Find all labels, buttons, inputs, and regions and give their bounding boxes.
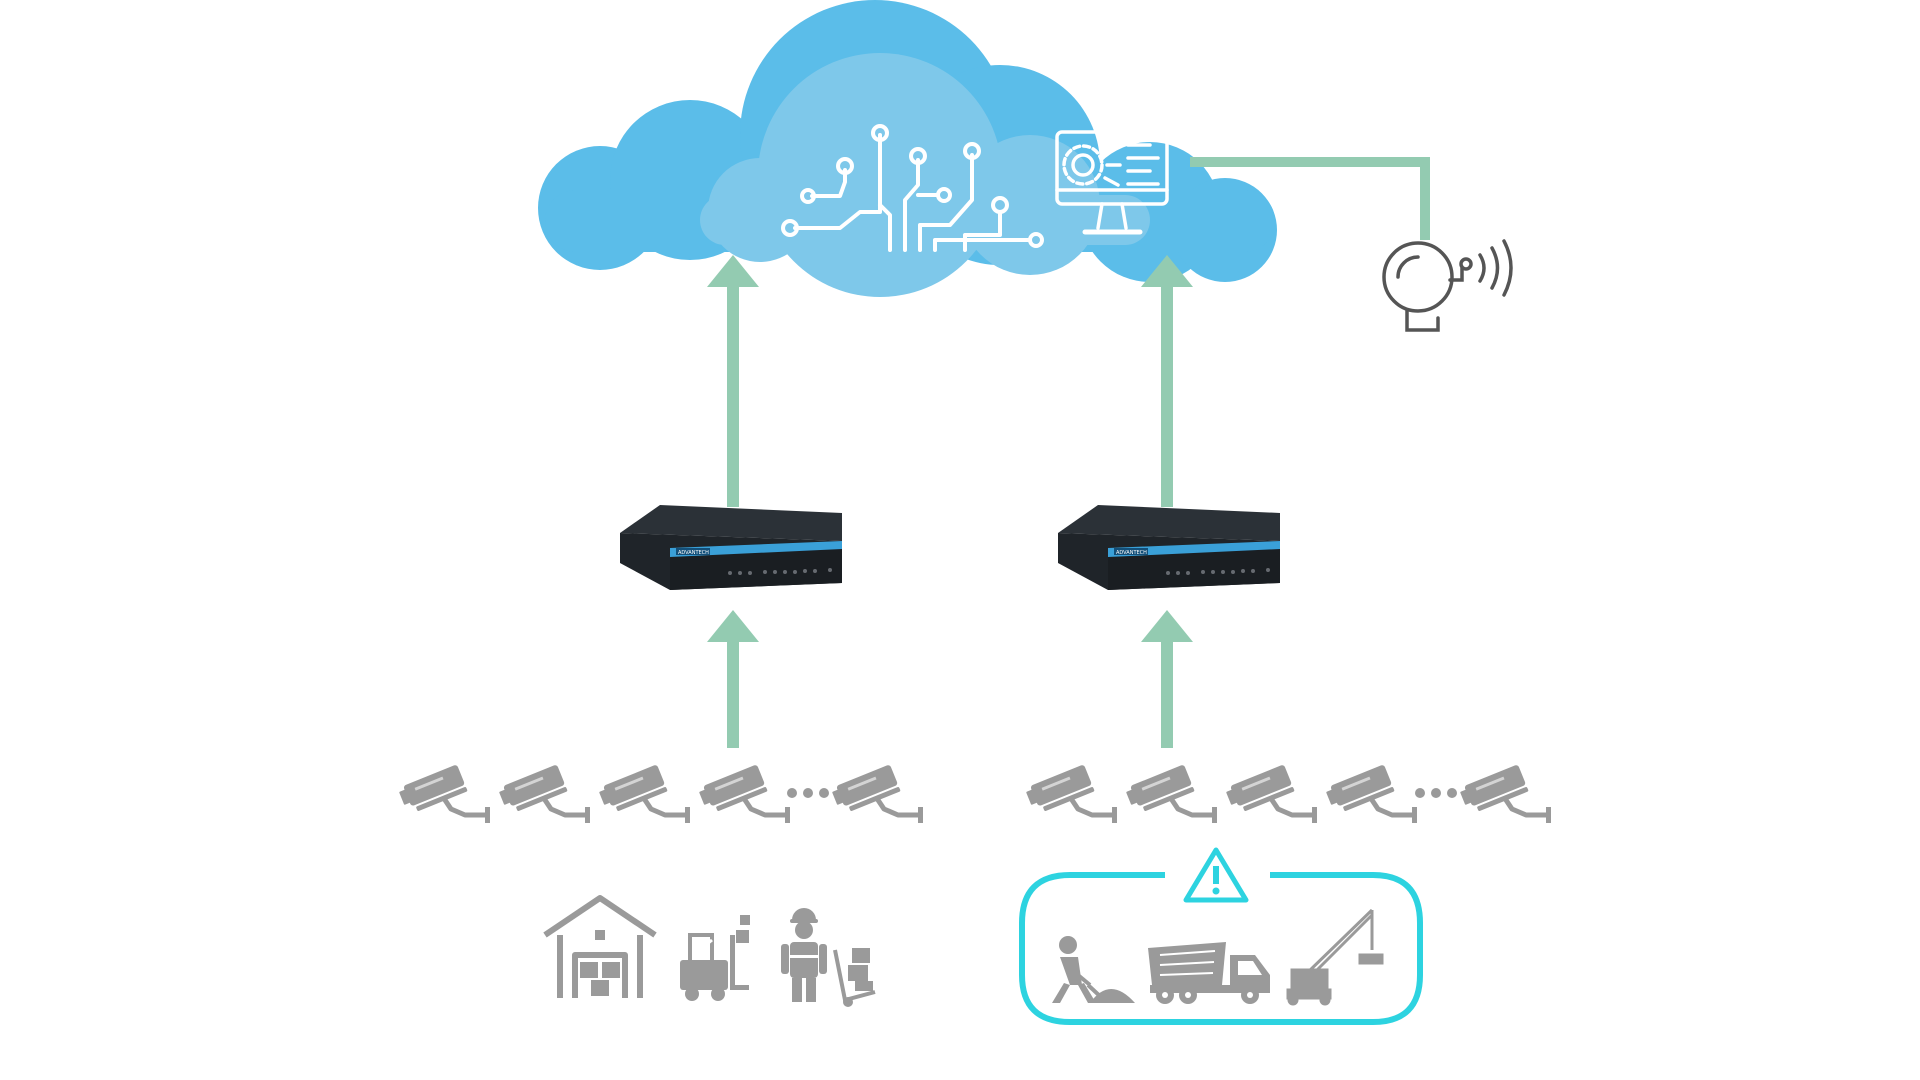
security-camera-icon <box>1125 764 1217 823</box>
forklift-icon <box>680 915 750 1001</box>
edge-ai-server-left: ADVANTECH <box>620 505 842 590</box>
security-camera-icon <box>398 764 490 823</box>
ellipsis-icon <box>1415 788 1457 798</box>
dump-truck-icon <box>1148 942 1270 1004</box>
security-camera-icon <box>598 764 690 823</box>
ellipsis-icon <box>787 788 829 798</box>
alert-frame <box>1019 872 1423 1025</box>
warehouse-scene <box>543 895 876 1007</box>
security-camera-icon <box>498 764 590 823</box>
digging-worker-icon <box>1052 936 1135 1003</box>
security-camera-icon <box>698 764 790 823</box>
warning-icon <box>1183 847 1249 903</box>
cloud-analytics-platform <box>538 0 1277 297</box>
uplink-arrow-left <box>707 255 759 507</box>
device-brand: ADVANTECH <box>1116 550 1147 556</box>
camera-group-right <box>1025 764 1551 823</box>
security-camera-icon <box>1025 764 1117 823</box>
uplink-arrow-right <box>1141 255 1193 507</box>
alarm-connector-line <box>1190 157 1430 240</box>
worker-with-cart-icon <box>781 908 876 1007</box>
camera-group-left <box>398 764 923 823</box>
device-brand: ADVANTECH <box>678 550 709 556</box>
camera-arrow-left <box>707 610 759 748</box>
warehouse-icon <box>543 895 657 998</box>
security-camera-icon <box>1459 764 1551 823</box>
stacked-boxes-icon <box>580 962 620 996</box>
monitor-gear-icon <box>1055 130 1169 235</box>
security-camera-icon <box>831 764 923 823</box>
alarm-bell-icon <box>1382 239 1513 332</box>
construction-scene <box>1019 847 1423 1025</box>
security-camera-icon <box>1225 764 1317 823</box>
circuit-icon <box>781 124 1044 252</box>
crane-icon <box>1286 908 1384 1006</box>
edge-ai-server-right: ADVANTECH <box>1058 505 1280 590</box>
security-camera-icon <box>1325 764 1417 823</box>
camera-arrow-right <box>1141 610 1193 748</box>
